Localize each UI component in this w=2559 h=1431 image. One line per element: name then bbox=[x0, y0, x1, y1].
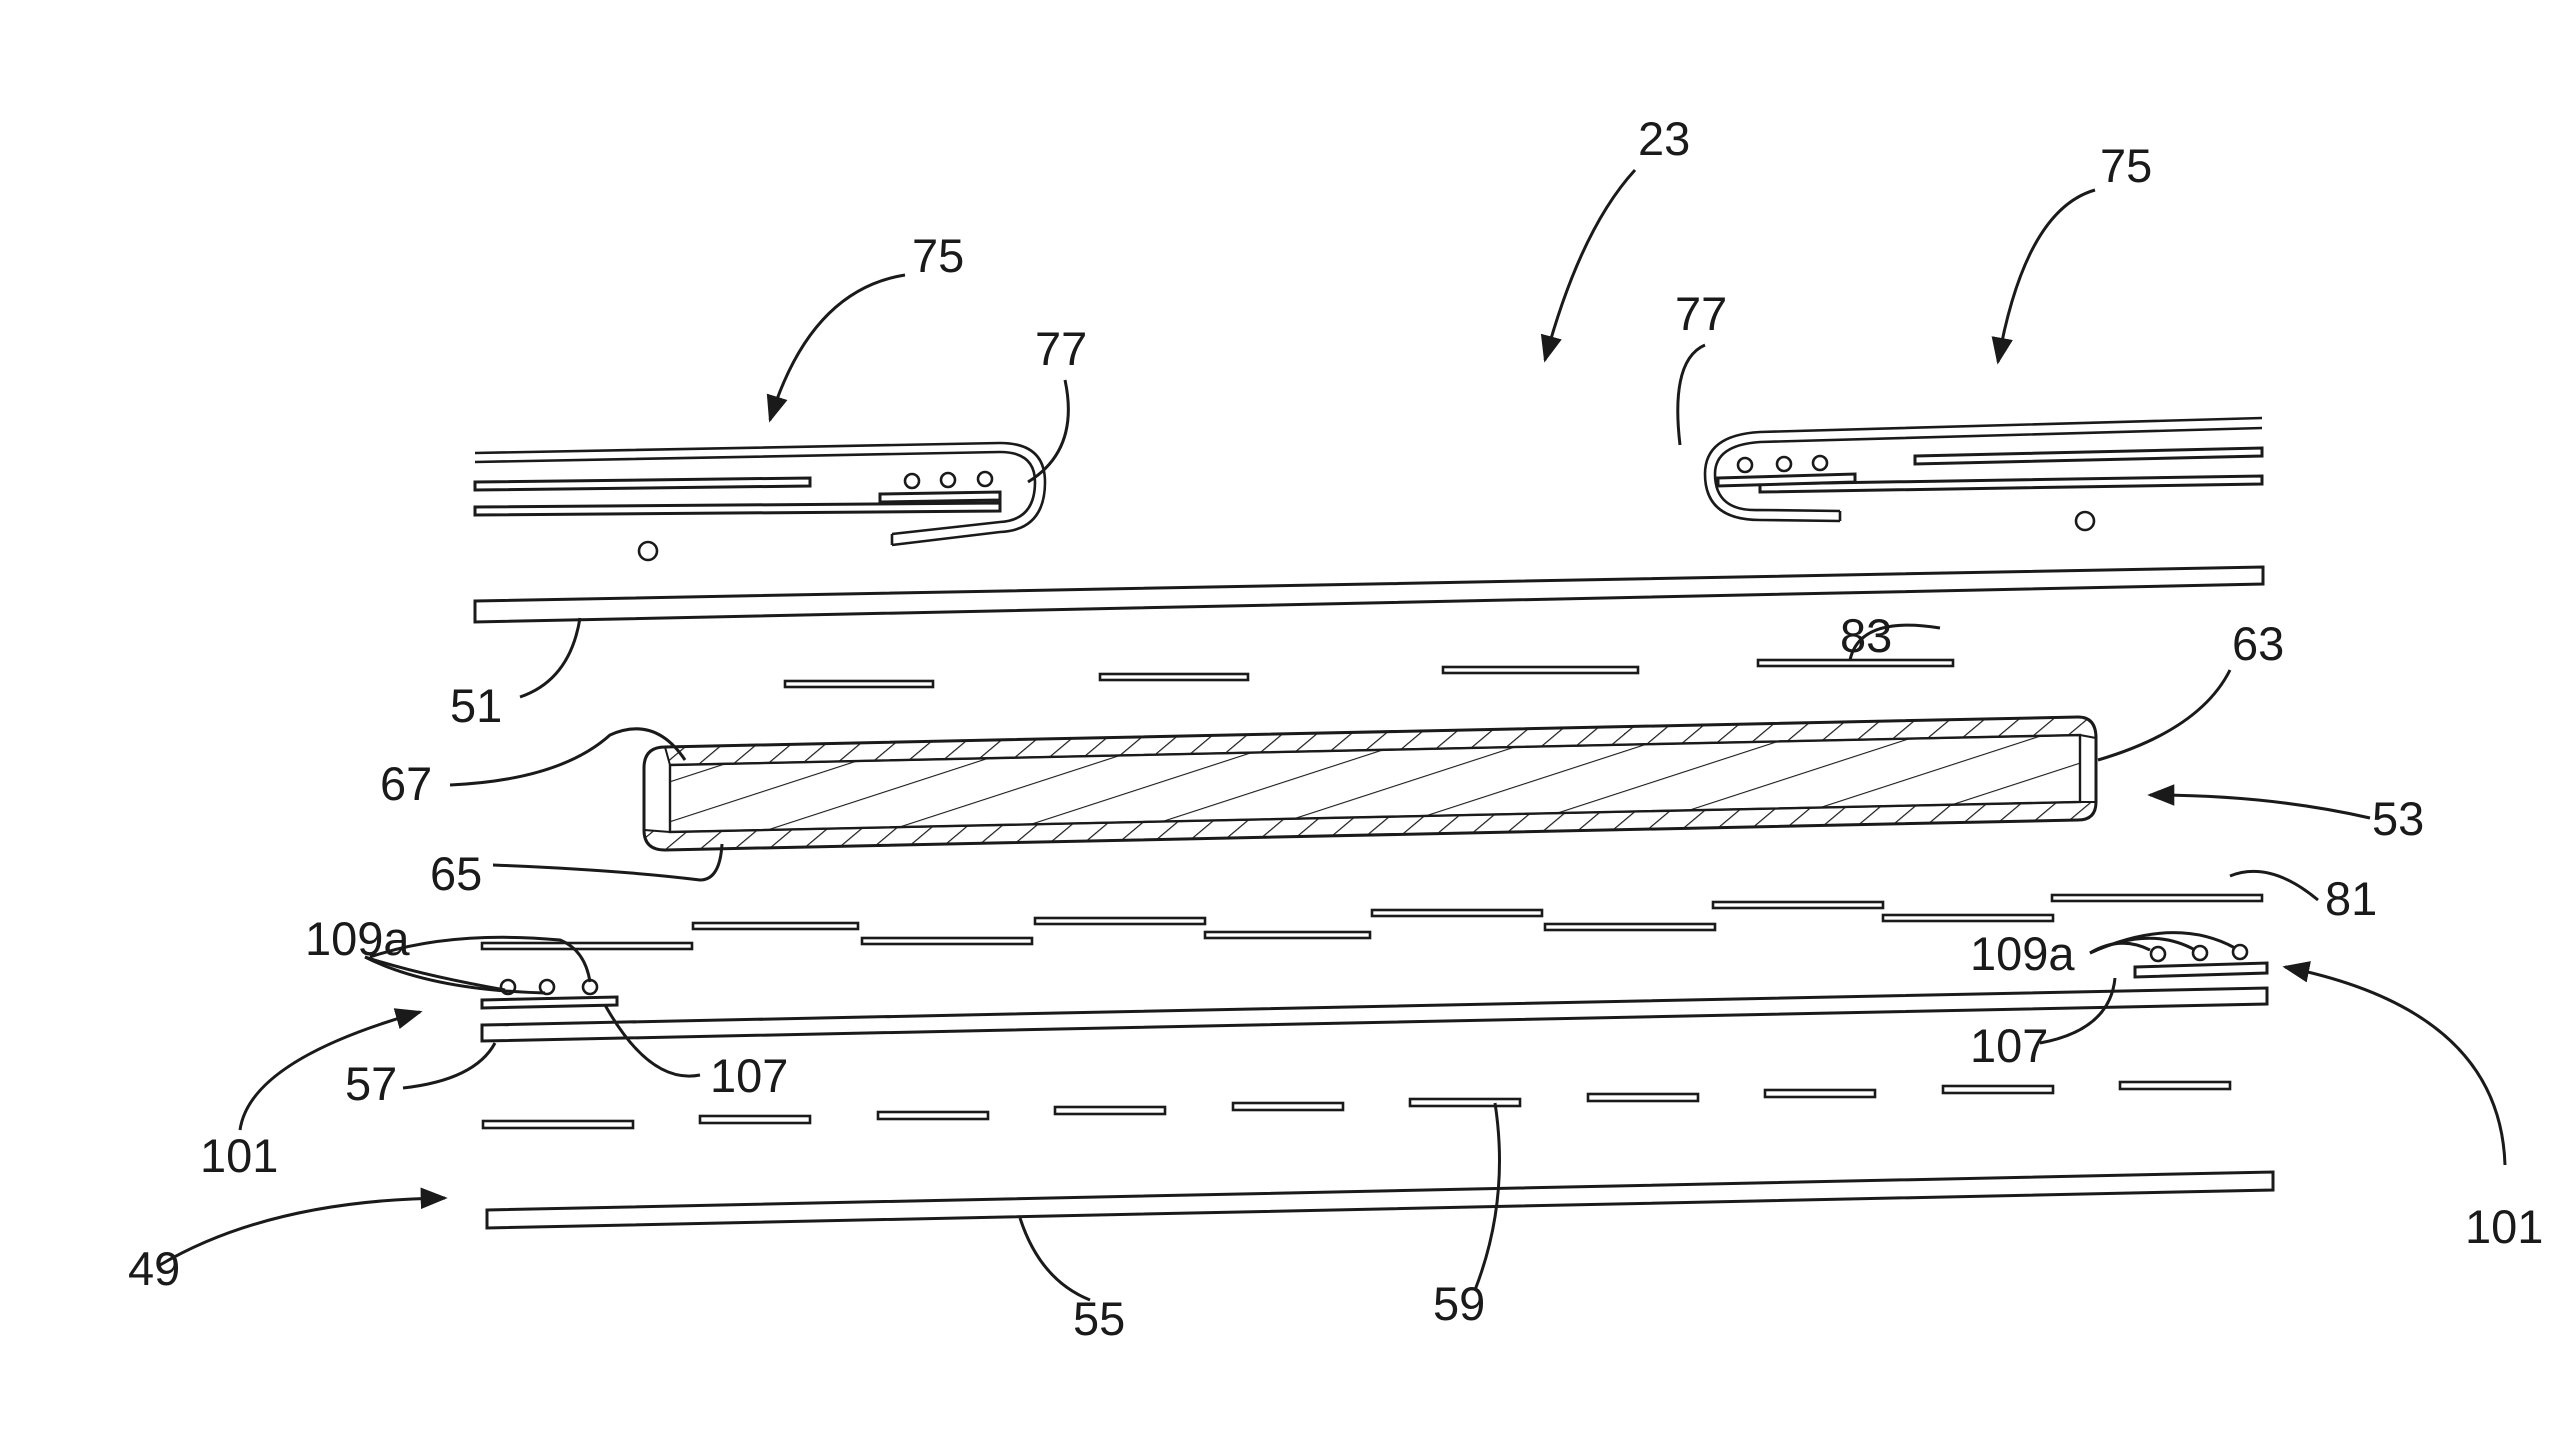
label-101-left: 101 bbox=[200, 1129, 278, 1182]
top-right-assembly bbox=[1705, 418, 2262, 530]
label-65: 65 bbox=[430, 847, 482, 900]
label-107-right: 107 bbox=[1970, 1019, 2048, 1072]
labels: 23 75 75 77 77 51 83 63 67 53 65 81 109a… bbox=[128, 112, 2543, 1345]
label-49: 49 bbox=[128, 1242, 180, 1295]
label-83: 83 bbox=[1840, 609, 1892, 662]
label-23: 23 bbox=[1638, 112, 1690, 165]
label-109a-left: 109a bbox=[305, 912, 410, 965]
layer-51 bbox=[475, 567, 2263, 622]
label-51: 51 bbox=[450, 679, 502, 732]
dashed-layer-83 bbox=[785, 660, 1953, 687]
label-77-left: 77 bbox=[1035, 322, 1087, 375]
label-53: 53 bbox=[2372, 792, 2424, 845]
right-fastener-107 bbox=[2135, 945, 2267, 977]
label-101-right: 101 bbox=[2465, 1200, 2543, 1253]
label-81: 81 bbox=[2325, 872, 2377, 925]
layer-55 bbox=[487, 1172, 2273, 1228]
label-55: 55 bbox=[1073, 1292, 1125, 1345]
left-fastener-107 bbox=[482, 980, 617, 1008]
label-75-left: 75 bbox=[912, 229, 964, 282]
label-77-right: 77 bbox=[1675, 287, 1727, 340]
label-107-left: 107 bbox=[710, 1049, 788, 1102]
label-59: 59 bbox=[1433, 1277, 1485, 1330]
core-53 bbox=[644, 717, 2096, 850]
label-63: 63 bbox=[2232, 617, 2284, 670]
label-75-right: 75 bbox=[2100, 139, 2152, 192]
top-left-assembly bbox=[475, 443, 1045, 560]
label-57: 57 bbox=[345, 1057, 397, 1110]
label-109a-right: 109a bbox=[1970, 927, 2075, 980]
label-67: 67 bbox=[380, 757, 432, 810]
